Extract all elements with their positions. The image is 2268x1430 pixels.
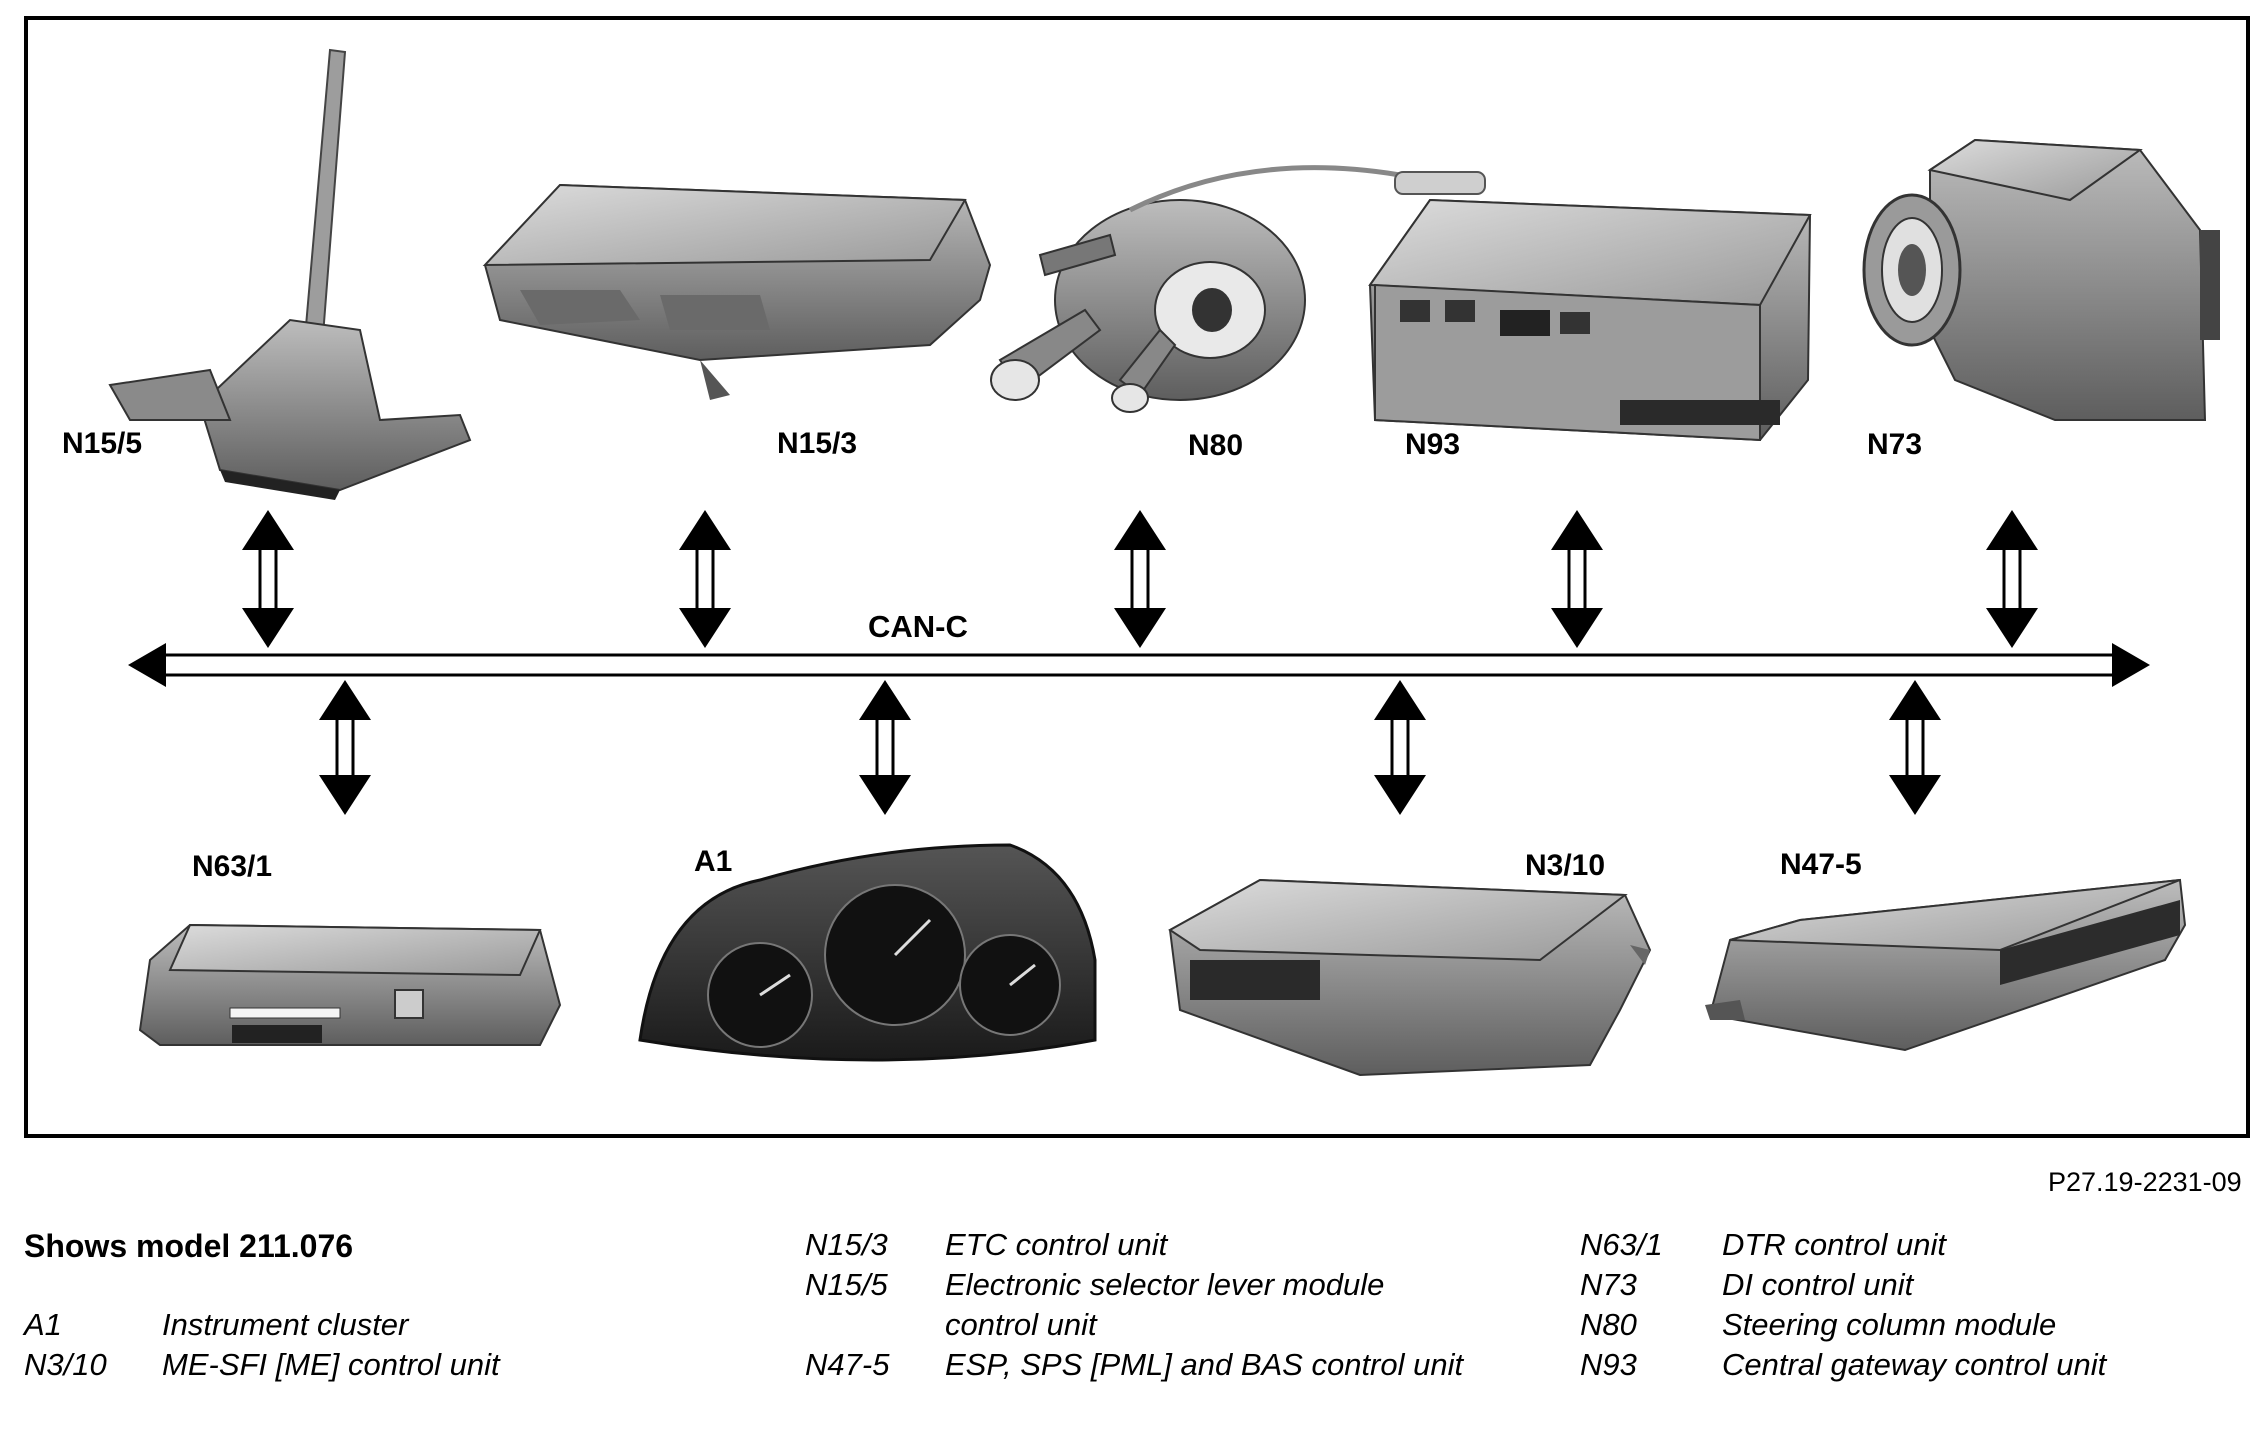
n15-3-etc-unit-image: [482, 183, 992, 400]
label-n3-10: N3/10: [1525, 849, 1606, 882]
arrow-n15-5: [242, 510, 294, 648]
legend-desc: Central gateway control unit: [1722, 1347, 2107, 1382]
legend-code: N80: [1580, 1307, 1637, 1342]
label-n80: N80: [1188, 429, 1244, 462]
figure-caption: Shows model 211.076: [24, 1228, 354, 1264]
legend-row: A1 Instrument cluster: [24, 1305, 722, 1345]
arrow-n80: [1114, 510, 1166, 648]
legend-code: N15/3: [805, 1227, 888, 1262]
connection-arrows: [242, 510, 2038, 815]
n15-5-selector-lever-image: [108, 48, 472, 500]
legend-desc: DTR control unit: [1722, 1227, 1946, 1262]
legend-row: N80 Steering column module: [1580, 1305, 2242, 1345]
n93-central-gateway-image: [1368, 198, 1812, 442]
legend-desc: ETC control unit: [945, 1227, 1168, 1262]
bus-arrow-left: [128, 643, 166, 687]
legend-code: N63/1: [1580, 1227, 1663, 1262]
legend-row: N73 DI control unit: [1580, 1265, 2242, 1305]
legend-column-2: N15/3 ETC control unit N15/5 Electronic …: [805, 1225, 1475, 1385]
legend-column-1: A1 Instrument cluster N3/10 ME-SFI [ME] …: [24, 1305, 722, 1385]
legend-row: N93 Central gateway control unit: [1580, 1345, 2242, 1385]
n80-steering-column-module-image: [990, 165, 1486, 413]
legend-desc: Instrument cluster: [162, 1307, 409, 1342]
legend-desc: ME-SFI [ME] control unit: [162, 1347, 500, 1382]
bus-arrow-right: [2112, 643, 2150, 687]
n3-10-me-sfi-unit-image: [1168, 878, 1652, 1077]
legend-code: N3/10: [24, 1347, 107, 1382]
legend-code: N93: [1580, 1347, 1637, 1382]
label-n47-5: N47-5: [1780, 848, 1862, 881]
arrow-n47-5: [1889, 680, 1941, 815]
figure-reference: P27.19-2231-09: [2048, 1167, 2242, 1197]
diagram-frame: [24, 16, 2250, 1138]
n47-5-esp-unit-image: [1705, 878, 2187, 1052]
arrow-n63-1: [319, 680, 371, 815]
label-n63-1: N63/1: [192, 850, 273, 883]
legend-code: N15/5: [805, 1267, 888, 1302]
legend-row: N47-5 ESP, SPS [PML] and BAS control uni…: [805, 1345, 1475, 1385]
n63-1-dtr-unit-image: [138, 923, 562, 1046]
legend-code: A1: [24, 1307, 62, 1342]
legend-desc: Steering column module: [1722, 1307, 2057, 1342]
legend-desc: ESP, SPS [PML] and BAS control unit: [945, 1347, 1464, 1382]
label-n73: N73: [1867, 428, 1923, 461]
legend-desc: DI control unit: [1722, 1267, 1914, 1302]
legend-desc: Electronic selector lever module control…: [945, 1267, 1385, 1342]
legend-row: N63/1 DTR control unit: [1580, 1225, 2242, 1265]
label-n15-5: N15/5: [62, 427, 143, 460]
legend-row: N15/5 Electronic selector lever module c…: [805, 1265, 1475, 1345]
arrow-a1: [859, 680, 911, 815]
legend-code: N73: [1580, 1267, 1637, 1302]
legend-code: N47-5: [805, 1347, 890, 1382]
legend-row: N3/10 ME-SFI [ME] control unit: [24, 1345, 722, 1385]
arrow-n3-10: [1374, 680, 1426, 815]
bus-label: CAN-C: [868, 609, 968, 644]
n73-di-control-unit-image: [1862, 138, 2220, 421]
arrow-n73: [1986, 510, 2038, 648]
label-a1: A1: [694, 845, 733, 878]
can-bus-line: [128, 643, 2150, 687]
label-n93: N93: [1405, 428, 1461, 461]
label-n15-3: N15/3: [777, 427, 858, 460]
arrow-n93: [1551, 510, 1603, 648]
legend-row: N15/3 ETC control unit: [805, 1225, 1475, 1265]
legend-column-3: N63/1 DTR control unit N73 DI control un…: [1580, 1225, 2242, 1385]
a1-instrument-cluster-image: [638, 843, 1097, 1062]
arrow-n15-3: [679, 510, 731, 648]
